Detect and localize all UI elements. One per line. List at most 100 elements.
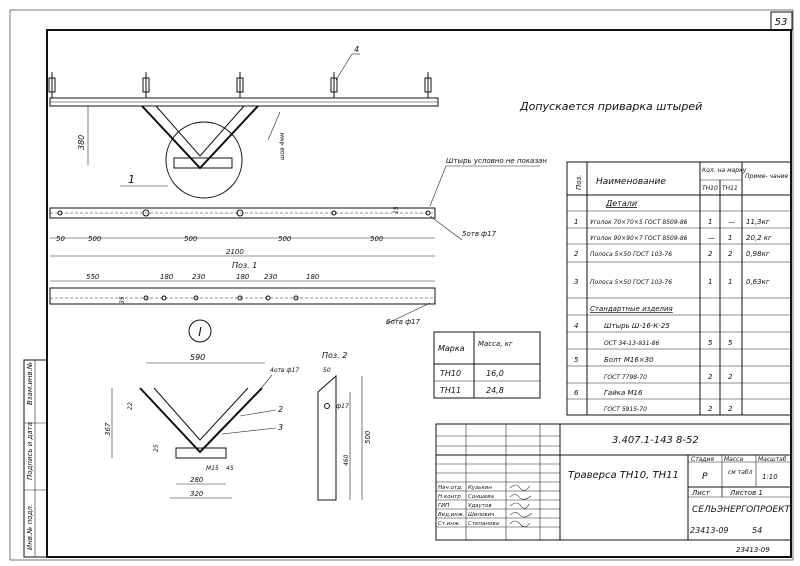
plan-side-15: 15: [393, 206, 400, 214]
role-2: Н.контр: [438, 494, 461, 500]
spec-row-10-b: 2: [728, 405, 733, 413]
pos1-dim-2: 180: [160, 273, 174, 281]
stage-label: Стадия: [691, 456, 714, 463]
role-1: Нач.отд.: [438, 485, 463, 491]
detail-width-590: 590: [190, 353, 205, 362]
spec-row-4-a: 1: [708, 278, 712, 286]
person-5: Степанова: [468, 521, 500, 527]
spec-row-4-pos: 3: [574, 278, 578, 286]
plan-total: 2100: [226, 248, 244, 256]
spec-row-3-a: 2: [708, 250, 713, 258]
spec-row-4-note: 0,63кг: [746, 278, 770, 286]
spec-row-2-name: Уголок 90×90×7 ГОСТ 8509-86: [590, 235, 688, 242]
spec-header-qty-b: ТН11: [722, 185, 738, 192]
leader-I: 1: [128, 173, 135, 186]
person-1: Кузькин: [468, 485, 492, 491]
spec-row-4-name: Полоса 5×50 ГОСТ 103-76: [590, 279, 672, 286]
view-pos1: Поз. 1 550 180 230 180 230 180 35 6отв ф…: [49, 261, 436, 326]
pos1-dim-1: 550: [86, 273, 100, 281]
mass-header-mass: Масса, кг: [478, 340, 513, 348]
person-2: Соншева: [468, 494, 494, 500]
spec-row-6-name: ОСТ 34-13-931-86: [604, 340, 660, 347]
doc-code: 3.407.1-143 8-52: [612, 435, 699, 446]
spec-row-3-pos: 2: [574, 250, 579, 258]
spec-row-1-pos: 1: [574, 218, 578, 226]
leader-4: 4: [354, 45, 359, 54]
spec-row-6-b: 5: [728, 339, 733, 347]
spec-row-7-pos: 5: [574, 356, 579, 364]
bottom-page: 54: [752, 526, 762, 535]
detail-I: I 590 367 22 25 M15 45 280 320 2 3 4отв …: [104, 319, 299, 499]
plan-dim-500-3: 500: [278, 235, 292, 243]
corner-stamp: 23413-09: [736, 546, 770, 554]
weld-note: шов 4мм: [279, 132, 286, 160]
plan-dim-500-2: 500: [184, 235, 198, 243]
pos2-title: Поз. 2: [322, 351, 347, 360]
bottom-code: 23413-09: [690, 526, 729, 535]
spec-row-1-name: Уголок 70×70×5 ГОСТ 8509-86: [590, 219, 688, 226]
mass-row-1-value: 16,0: [486, 369, 504, 378]
drawing-title: Траверса ТН10, ТН11: [568, 470, 679, 481]
pos2: Поз. 2 50 ф17 460 500: [317, 351, 372, 501]
spec-row-2-a: —: [708, 234, 715, 242]
person-4: Шилович: [468, 512, 495, 518]
detail-dim-m15: M15: [206, 465, 219, 472]
spec-row-2-b: 1: [728, 234, 732, 242]
signatures: [509, 484, 533, 528]
stage-value: Р: [702, 472, 708, 482]
spec-row-3-note: 0,98кг: [746, 250, 770, 258]
mass-label: Масса: [724, 456, 743, 463]
page-number-box: [770, 11, 793, 31]
detail-dim-22: 22: [127, 402, 134, 410]
spec-row-7-name: Болт М16×30: [604, 356, 654, 364]
spec-row-4-b: 1: [728, 278, 732, 286]
mass-row-2-value: 24,8: [486, 386, 504, 395]
plan-dim-500-1: 500: [88, 235, 102, 243]
scale-label: Масштаб: [758, 456, 787, 463]
plan-holes: 5отв ф17: [462, 230, 497, 238]
pos2-dim-50: 50: [323, 367, 331, 374]
spec-header-qty: Кол. на марку: [702, 167, 747, 174]
spec-row-2-note: 20,2 кг: [746, 234, 772, 242]
detail-leader-3: 3: [278, 423, 283, 432]
side-strip-label-1: Взам.инв.№: [26, 362, 34, 405]
page-number: 53: [775, 17, 788, 28]
spec-row-8-b: 2: [728, 373, 733, 381]
role-4: Вед.инж.: [438, 512, 465, 518]
detail-width-280: 280: [190, 476, 204, 484]
spec-table: Поз. Наименование Кол. на марку ТН10 ТН1…: [566, 161, 792, 416]
side-strip-label-3: Инв.№ подл.: [26, 504, 34, 550]
spec-row-9-name: Гайка М16: [604, 389, 643, 397]
spec-row-1-b: —: [728, 218, 735, 226]
mass-table: Марка Масса, кг ТН10 16,0 ТН11 24,8: [433, 331, 541, 399]
weld-permission-note: Допускается приварка штырей: [519, 100, 702, 113]
spec-section-parts: Детали: [605, 199, 637, 208]
spec-row-1-a: 1: [708, 218, 712, 226]
pos1-side-35: 35: [119, 296, 126, 304]
title-block: 3.407.1-143 8-52 Траверса ТН10, ТН11 Ста…: [435, 423, 792, 541]
spec-row-5-name: Штырь Ш-16-К-25: [604, 322, 670, 330]
detail-leader-2: 2: [278, 405, 283, 414]
organization: СЕЛЬЭНЕРГОПРОЕКТ: [692, 505, 792, 515]
spec-header-qty-a: ТН10: [702, 185, 718, 192]
pos2-dim-460: 460: [343, 454, 350, 466]
role-3: ГИП: [438, 503, 449, 509]
spec-row-8-a: 2: [708, 373, 713, 381]
mass-header-mark: Марка: [438, 344, 465, 353]
pin-callout: Штырь условно не показан: [446, 157, 547, 165]
detail-width-320: 320: [190, 490, 204, 498]
plan-dim-50: 50: [56, 235, 65, 243]
role-5: Ст.инж.: [438, 521, 461, 527]
detail-dim-45: 45: [226, 465, 234, 472]
pos1-dim-6: 180: [306, 273, 320, 281]
spec-row-3-name: Полоса 5×50 ГОСТ 103-76: [590, 251, 672, 258]
sheets-label: Листов 1: [729, 489, 763, 497]
pos1-title: Поз. 1: [232, 261, 257, 270]
spec-row-8-name: ГОСТ 7798-70: [604, 374, 647, 381]
side-strip: Взам.инв.№ Подпись и дата Инв.№ подл.: [23, 359, 48, 558]
spec-header-name: Наименование: [596, 177, 666, 187]
person-3: Удаутов: [468, 503, 492, 509]
detail-holes: 4отв ф17: [270, 367, 299, 374]
detail-height-367: 367: [104, 422, 112, 436]
